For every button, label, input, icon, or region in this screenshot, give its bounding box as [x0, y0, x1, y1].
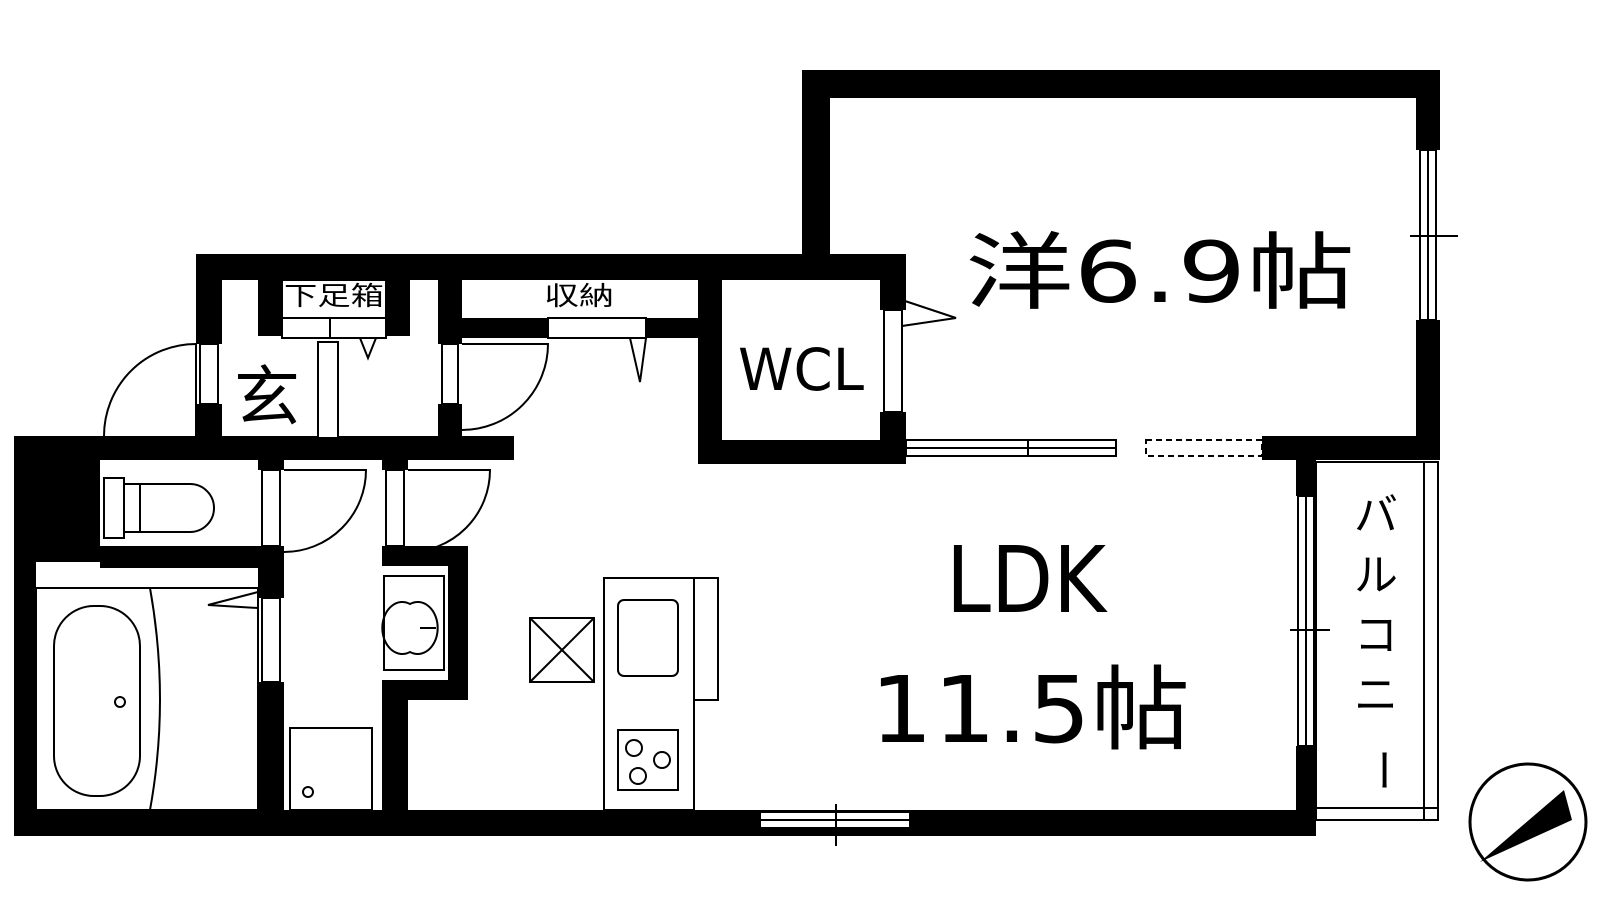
north-arrow-icon [1468, 762, 1588, 882]
balcony-label: バ ル コ ニ ー [1354, 490, 1408, 792]
western-ldk-partition [905, 436, 1440, 460]
wet-area-walls [14, 436, 1316, 836]
refrigerator-space [529, 617, 595, 683]
balcony-char: コ [1354, 610, 1398, 661]
entrance-door [103, 343, 219, 437]
balcony [1315, 461, 1439, 821]
ldk-walls [1296, 456, 1316, 836]
upper-block-walls [14, 254, 906, 464]
shoe-box-outline [281, 317, 387, 339]
western-room-walls [802, 70, 1440, 460]
washroom-door [385, 469, 492, 553]
storage-label: 収納 [544, 282, 614, 312]
western-window [1410, 149, 1458, 321]
balcony-char: ニ [1354, 670, 1398, 721]
balcony-char: ル [1354, 550, 1398, 601]
western-room-label: 洋6.9帖 [965, 224, 1355, 322]
washbasin [381, 575, 445, 671]
ldk-balcony-window [1290, 495, 1330, 747]
toilet-door [261, 469, 368, 553]
kitchen-counter [603, 577, 719, 811]
entrance-label: 玄 [234, 359, 300, 436]
wcl-label: WCL [738, 336, 864, 404]
ldk-label: LDK [946, 527, 1108, 634]
bathtub [35, 587, 259, 811]
entrance-storage-door [441, 343, 550, 431]
balcony-char: バ [1354, 490, 1398, 541]
bath-door [207, 591, 281, 683]
toilet [103, 477, 215, 539]
washing-machine [289, 727, 373, 811]
entrance-step [317, 341, 339, 439]
storage-sliding-door [359, 317, 647, 383]
ldk-bottom-window [759, 804, 911, 846]
balcony-char: ー [1357, 748, 1408, 792]
wcl-door [883, 299, 957, 413]
ldk-size-label: 11.5帖 [870, 657, 1190, 764]
shoe-box-label: 下足箱 [284, 282, 384, 312]
